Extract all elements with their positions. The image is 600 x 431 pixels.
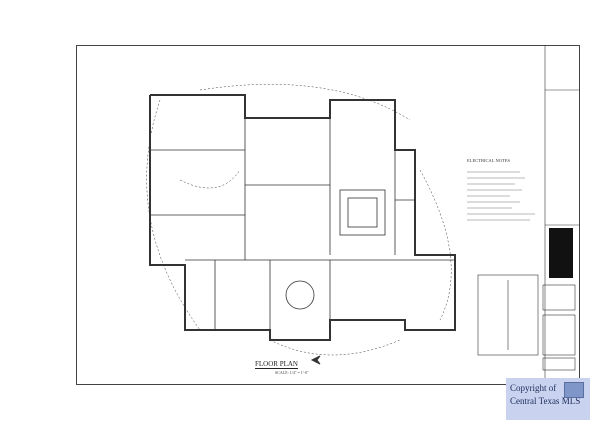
legend-table [477, 274, 576, 371]
drawing-sheet [76, 45, 580, 385]
circuit-arcs [146, 84, 452, 356]
watermark-line-1: Copyright of [510, 383, 557, 393]
watermark-line-2: Central Texas MLS [510, 396, 581, 406]
exterior-walls [149, 94, 456, 341]
copyright-watermark: Copyright of Central Texas MLS [506, 378, 590, 420]
texas-map-icon [564, 382, 584, 398]
electrical-notes-title: ELECTRICAL NOTES [467, 158, 510, 163]
drawing-title: FLOOR PLAN [255, 360, 298, 369]
north-arrow-icon [310, 355, 321, 365]
designer-logo [549, 228, 573, 278]
drawing-scale: SCALE: 1/4" = 1'-0" [275, 370, 309, 375]
notes-lines [467, 171, 535, 221]
title-block [544, 45, 580, 385]
interior-walls [150, 118, 455, 330]
